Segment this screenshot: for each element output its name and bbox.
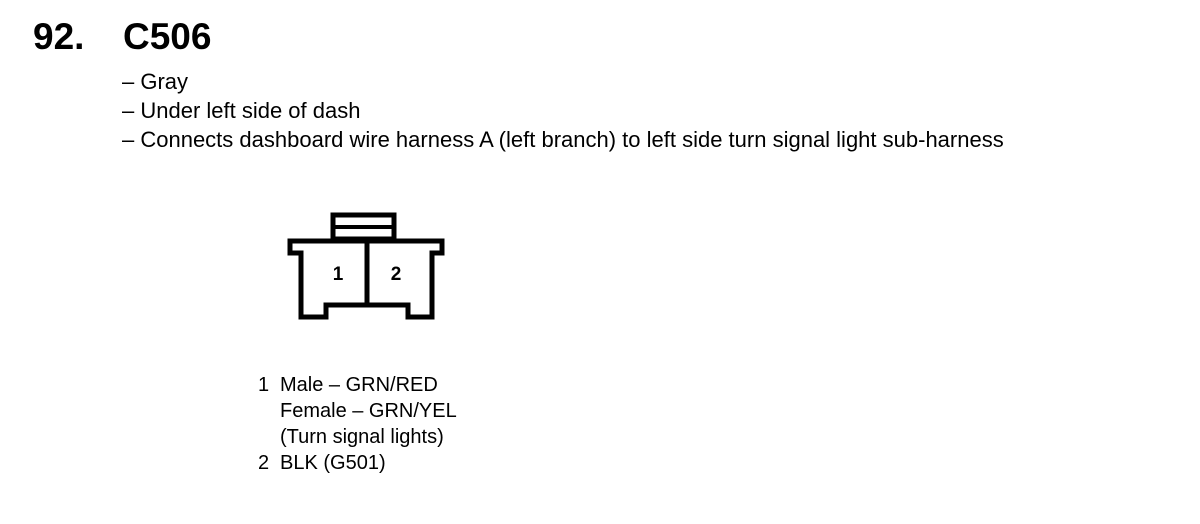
pinout-wire-line: Male – GRN/RED (280, 374, 438, 396)
pinout-wire-list: BLK (G501) (280, 450, 386, 476)
pinout-wire-list: Male – GRN/RED Female – GRN/YEL (Turn si… (280, 372, 457, 450)
item-number: 92. (33, 16, 85, 57)
pin-2-label: 2 (391, 264, 402, 285)
pinout-wire-line: Female – GRN/YEL (280, 400, 457, 422)
connector-description-list: – Gray – Under left side of dash – Conne… (122, 67, 1004, 154)
connector-header: 92. C506 (0, 14, 1200, 64)
description-connection: – Connects dashboard wire harness A (lef… (122, 127, 1004, 152)
connector-id: C506 (123, 16, 212, 57)
pin-1-label: 1 (333, 264, 344, 285)
pinout-wire-line: BLK (G501) (280, 452, 386, 474)
pinout-pin-number: 1 (258, 374, 270, 396)
pinout-row: 1 Male – GRN/RED Female – GRN/YEL (Turn … (258, 372, 457, 450)
connector-face-diagram: 1 2 (280, 205, 460, 330)
pinout-row: 2 BLK (G501) (258, 450, 457, 476)
description-color: – Gray (122, 69, 189, 94)
description-location: – Under left side of dash (122, 98, 361, 123)
pinout-wire-line: (Turn signal lights) (280, 426, 444, 448)
connector-outline-svg: 1 2 (287, 212, 445, 320)
pinout-pin-number: 2 (258, 452, 270, 474)
pinout-table: 1 Male – GRN/RED Female – GRN/YEL (Turn … (258, 372, 457, 476)
